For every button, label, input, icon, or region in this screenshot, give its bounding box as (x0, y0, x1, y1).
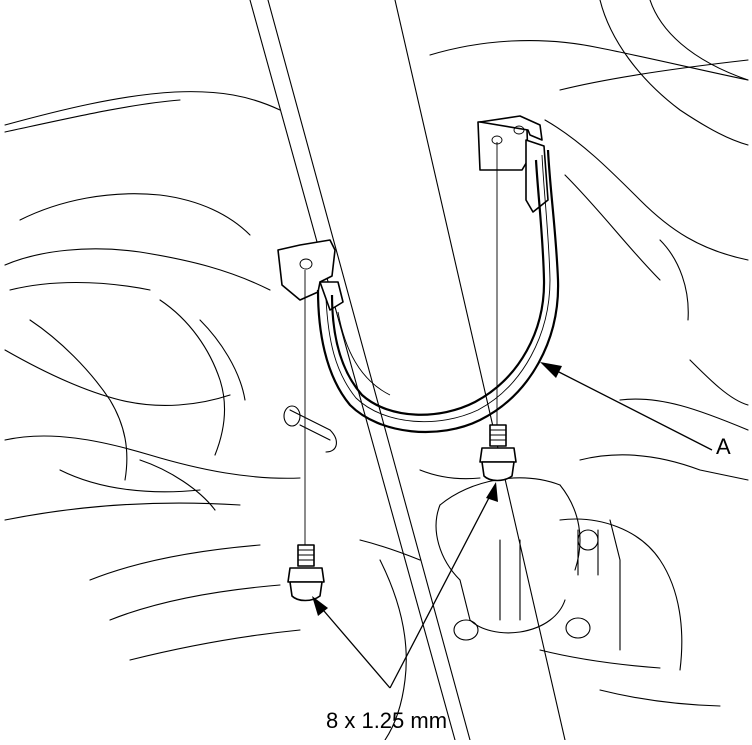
part-a-label: A (716, 434, 731, 459)
vehicle-structure (4, 0, 749, 741)
bolt-left (287, 544, 325, 602)
alignment-lines (304, 142, 498, 555)
bolt-spec-label: 8 x 1.25 mm (326, 708, 448, 733)
leader-part-a (540, 362, 713, 451)
leader-bolt-spec (312, 482, 498, 689)
bracket-a (277, 115, 560, 434)
bolt-right (479, 424, 517, 482)
